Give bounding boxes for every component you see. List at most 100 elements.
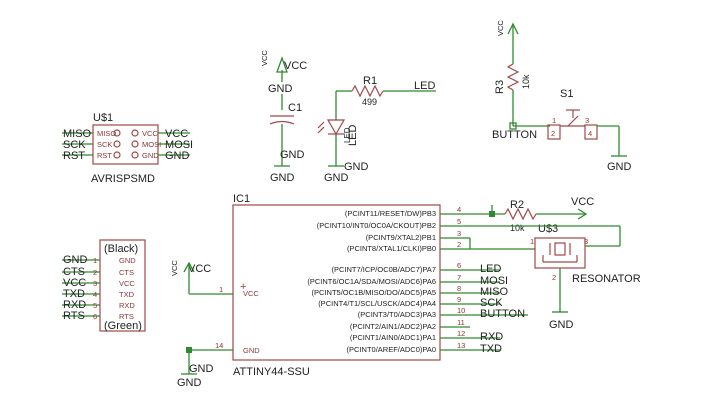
vcc-label-r3: VCC [496,20,505,36]
u3-crystal [554,242,566,256]
net-label-pa5: MISO [480,286,509,298]
net-label-pa1: RXD [480,331,503,343]
gnd-label-led: GND [324,172,349,184]
led-net-label: LED [414,80,435,92]
ftdi-pin-num-6: 6 [93,312,97,321]
r2-value: 10k [510,223,525,233]
u3-pin-2: 2 [552,273,556,282]
resistor-r1 [351,84,384,98]
s1-pad-2 [547,124,561,140]
ftdi-pin-name-5: RXD [119,301,135,310]
ic1-pin-num-2: 2 [457,240,461,249]
s1-pin-4: 4 [588,129,592,138]
button-circuit[interactable]: VCC R3 10k BUTTON S1 1 2 3 4 GND [492,20,632,173]
isp-header-u1[interactable]: U$1 AVRISPSMD MISO SCK RST MISO SCK RST … [62,112,193,185]
ic1-pin-name-pb1: (PCINT9/XTAL2)PB1 [366,233,436,242]
u1-pin-vcc: VCC [142,129,158,138]
ftdi-pin-num-3: 3 [93,279,97,288]
u1-pin-gnd: GND [142,151,159,160]
ic1-pin-name-pb2: (PCINT10/INT0/OC0A/CKOUT)PB2 [317,221,436,230]
u3-pin-1: 1 [530,237,534,246]
u1-pad-5 [113,151,121,159]
ic1-pin-num-6: 6 [457,261,461,270]
ic1-pin-name-pa6: (PCINT6/OC1A/SDA/MOSI/ADC6)PA6 [307,277,436,286]
u1-pad-6 [131,151,139,159]
r3-name: R3 [494,80,506,94]
ic1-name: IC1 [233,193,250,205]
net-label-pa4: SCK [480,297,503,309]
r1-value: 499 [362,97,377,107]
ic1-pin-num-gnd: 14 [215,341,223,350]
gnd-label-resonator: GND [549,319,574,331]
ic1-right-pins: (PCINT11/RESET/DW)PB3 (PCINT10/INT0/OC0A… [307,205,465,354]
net-label-pa3: BUTTON [480,308,525,320]
c1-name: C1 [288,102,302,114]
s1-pin-3: 3 [585,116,589,125]
ftdi-header[interactable]: (Black) (Green) GND CTS VCC TXD RXD RTS … [62,239,146,332]
u1-pad-4 [131,140,139,148]
u1-net-vcc: VCC [165,128,188,140]
ic1-pin-num-9: 9 [457,295,461,304]
reset-pullup-r2[interactable]: R2 10k VCC [489,196,594,233]
r2-name: R2 [510,199,524,211]
ftdi-pin-num-4: 4 [93,290,97,299]
junction-ic1-gnd [186,347,192,353]
ic1-plus-mark: + [240,281,246,293]
gnd-label-ic1: GND [177,377,202,389]
vcc-label-c1: VCC [284,60,307,72]
ftdi-pin-name-3: VCC [119,279,135,288]
u1-net-gnd: GND [165,150,190,162]
ic1-pin-name-pa5: (PCINT5/OC1B/MISO/DO/ADC5)PA5 [312,288,436,297]
ic1-pin-name-pa0: (PCINT0/AREF/ADC0)PA0 [347,345,436,354]
ftdi-bottom-label: (Green) [104,320,142,332]
resonator-u3[interactable]: U$3 1 3 2 RESONATOR GND [469,223,641,331]
ftdi-net-rts: RTS [63,310,85,322]
ftdi-pin-name-6: RTS [119,312,134,321]
ic1-part: ATTINY44-SSU [233,366,310,378]
gnd-label-c1: GND [270,172,295,184]
vcc-arrow-r2 [577,208,588,220]
ftdi-net-cts: CTS [63,266,85,278]
ic1-attiny44[interactable]: IC1 ATTINY44-SSU + VCC VCC 1 VCC 14 GND … [170,193,528,389]
vcc-label-r2: VCC [571,196,594,208]
ic1-pin-num-7: 7 [457,273,461,282]
gnd-label-button: GND [607,161,632,173]
s1-pin-1: 1 [552,116,556,125]
vcc-label-ic1: VCC [188,263,211,275]
ic1-pin-name-pa3: (PCINT3/T0/ADC3)PA3 [358,310,436,319]
u3-pin-3: 3 [584,237,588,246]
led-circuit[interactable]: R1 499 LED LED LED GND GND [317,75,436,184]
ftdi-body [99,239,146,332]
ic1-pin-num-12: 12 [457,329,465,338]
c1-plate-bottom [269,120,295,125]
u1-pad-1 [113,129,121,137]
u1-net-mosi: MOSI [165,139,193,151]
ic1-pin-num-3: 3 [457,229,461,238]
ftdi-pin-num-5: 5 [93,301,97,310]
u1-pin-mosi: MOSI [142,140,161,149]
u1-pad-3 [113,140,121,148]
led-ray-2 [317,126,325,134]
gnd-label-ic1-wire: GND [189,363,214,375]
ic1-pin-name-pa1: (PCINT1/AIN0/ADC1)PA1 [350,333,436,342]
s1-name: S1 [560,88,573,100]
resistor-r2 [504,207,537,221]
ftdi-pin-name-2: CTS [119,268,134,277]
led-triangle [326,119,346,136]
u1-net-sck: SCK [63,139,86,151]
led-ray-1 [317,121,325,129]
ic1-pin-num-10: 10 [457,306,465,315]
ic1-pin-num-vcc: 1 [219,285,223,294]
ic1-pin-num-4: 4 [457,205,461,214]
ic1-pin-name-pa7: (PCINT7/ICP/OC0B/ADC7)PA7 [332,265,436,274]
gnd-label-c1-top: GND [268,83,293,95]
ic1-pin-name-pa2: (PCINT2/AIN1/ADC2)PA2 [350,322,436,331]
u3-type: RESONATOR [572,273,641,285]
ic1-pin-name-vcc: VCC [243,289,259,298]
ftdi-pin-num-1: 1 [93,256,97,265]
led-name: LED [347,125,359,146]
ftdi-pin-name-1: GND [119,256,136,265]
capacitor-c1[interactable]: VCC VCC GND C1 GND GND [260,50,307,184]
ic1-pin-name-pb3: (PCINT11/RESET/DW)PB3 [345,209,436,218]
